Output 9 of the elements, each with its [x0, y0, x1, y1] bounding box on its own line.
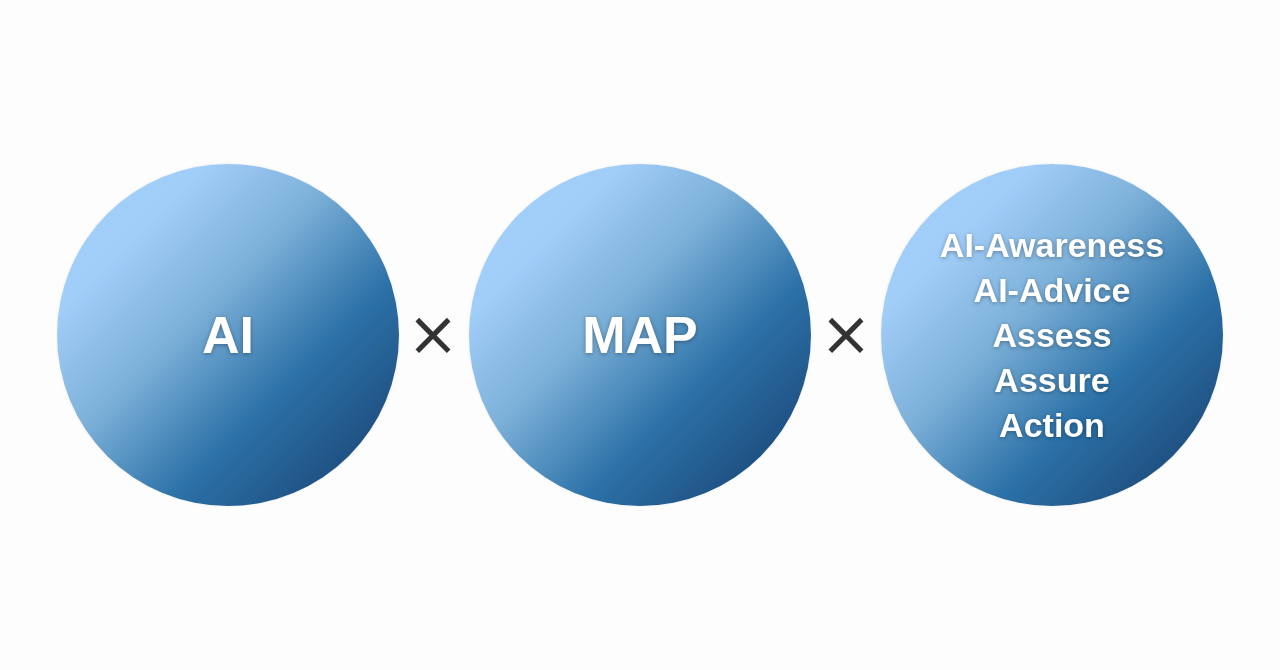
multiplication-sign: × — [407, 303, 459, 365]
multiplication-sign: × — [820, 303, 872, 365]
node-label: AI-Advice — [973, 272, 1131, 307]
node-label: MAP — [582, 309, 698, 361]
node-label: AI — [202, 309, 254, 361]
node-label: Assure — [994, 362, 1110, 397]
node-label: AI-Awareness — [939, 227, 1165, 262]
node-label: Action — [999, 407, 1105, 442]
node-label: Assess — [992, 317, 1112, 352]
